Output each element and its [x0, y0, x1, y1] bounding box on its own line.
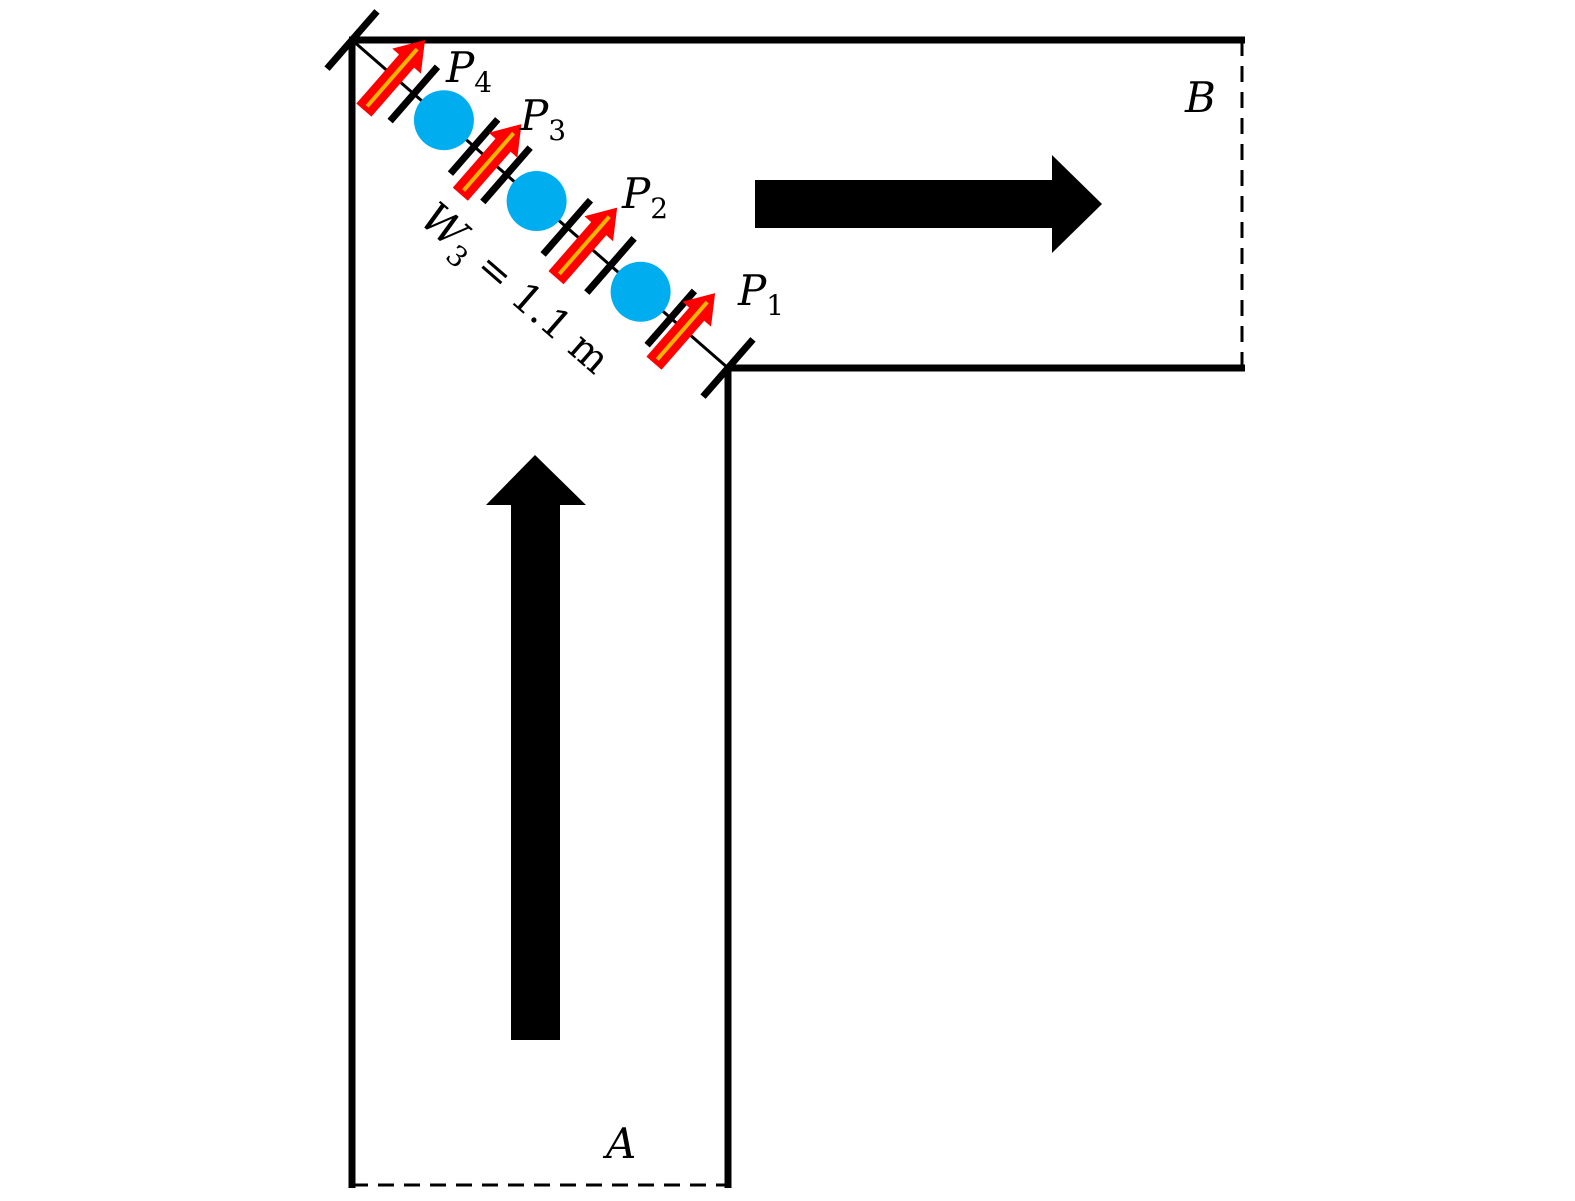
walls	[348, 36, 1245, 1188]
velocity-arrow	[452, 124, 522, 201]
flow-arrow-right	[755, 155, 1102, 253]
bottleneck-end-tick	[700, 337, 756, 399]
velocity-arrow-core	[462, 131, 516, 192]
label-p2: P2	[621, 169, 668, 225]
velocity-arrow	[646, 293, 716, 370]
pedestrian-boundary-tick	[540, 197, 594, 257]
velocity-arrow-core	[365, 47, 419, 108]
velocity-arrow-core	[655, 300, 709, 361]
pedestrian-boundary-tick	[480, 145, 533, 205]
pedestrian-boundary-tick	[387, 64, 441, 124]
label-b: B	[1184, 73, 1216, 122]
velocity-arrow	[548, 207, 618, 285]
pedestrian-boundary-tick	[644, 288, 698, 348]
label-p4: P4	[445, 43, 492, 99]
label-p3: P3	[519, 91, 566, 147]
pedestrian-circle	[413, 90, 474, 151]
label-p1: P1	[737, 266, 784, 322]
velocity-arrow-core	[557, 215, 611, 276]
bottleneck-line	[324, 9, 756, 399]
velocity-arrow	[356, 39, 425, 117]
label-a: A	[602, 1119, 636, 1168]
flow-arrow-up	[486, 455, 586, 1040]
pedestrian-boundary-tick	[584, 236, 637, 295]
pedestrian-circle	[610, 261, 671, 322]
bottleneck-end-tick	[324, 9, 380, 71]
open-boundaries	[352, 40, 1244, 1187]
pedestrian-circle	[506, 171, 567, 232]
pedestrian-boundary-tick	[447, 117, 501, 176]
